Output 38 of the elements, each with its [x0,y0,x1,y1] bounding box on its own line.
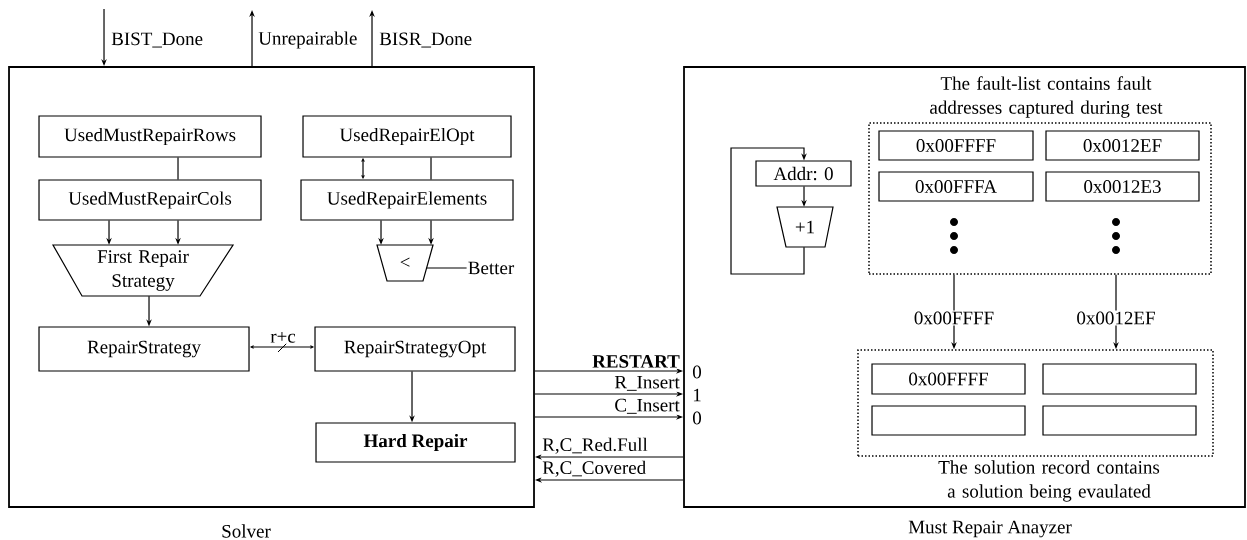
address-cell: 0x0012EF [1045,130,1200,161]
edge-label: Unrepairable [257,30,359,50]
node-label: The fault-list contains fault addresses captured during test [930,76,1163,118]
edge-label: 0x0012EF [1075,310,1157,326]
process-box: Hard Repair [315,422,516,463]
signal-value: 0 [693,411,702,425]
edge-label: R_Insert [613,374,681,392]
signal-value: 1 [693,388,701,402]
edge-label: BIST_Done [110,31,205,49]
arrow [250,345,314,349]
edge-label: R,C_Covered [541,459,648,478]
edge-label: C_Insert [613,397,681,415]
signal-name: Better [468,261,515,275]
address-cell: 0x00FFFF [878,130,1034,161]
signal-value: 0 [693,365,702,379]
edge-label: BISR_Done [378,31,474,49]
node-label: Must Repair Anayzer [908,520,1072,538]
edge-label: RESTART [591,354,681,369]
solution-cell: 0x00FFFF [871,363,1026,395]
node-label: Solver [222,524,271,538]
solution-cell [871,405,1026,436]
edge-label: R,C_Red.Full [541,436,649,455]
solution-cell [1042,405,1197,436]
address-cell: 0x00FFFA [878,171,1034,202]
register-box: RepairStrategy [38,326,250,372]
address-cell: 0x0012E3 [1045,171,1200,202]
solution-cell [1042,363,1197,395]
node-label: The solution record contains a solution being evaulated [938,460,1160,502]
arrow [730,147,807,275]
edge-label: 0x00FFFF [912,310,996,326]
edge-label: r+c [269,330,297,344]
counter-box: Addr: 0 [755,160,852,187]
register-box: UsedMustRepairRows [38,115,262,158]
arrow [361,158,365,179]
register-box: UsedRepairElements [300,179,514,221]
register-box: UsedMustRepairCols [38,179,262,221]
register-box: RepairStrategyOpt [314,326,516,372]
register-box: UsedRepairElOpt [302,115,512,158]
